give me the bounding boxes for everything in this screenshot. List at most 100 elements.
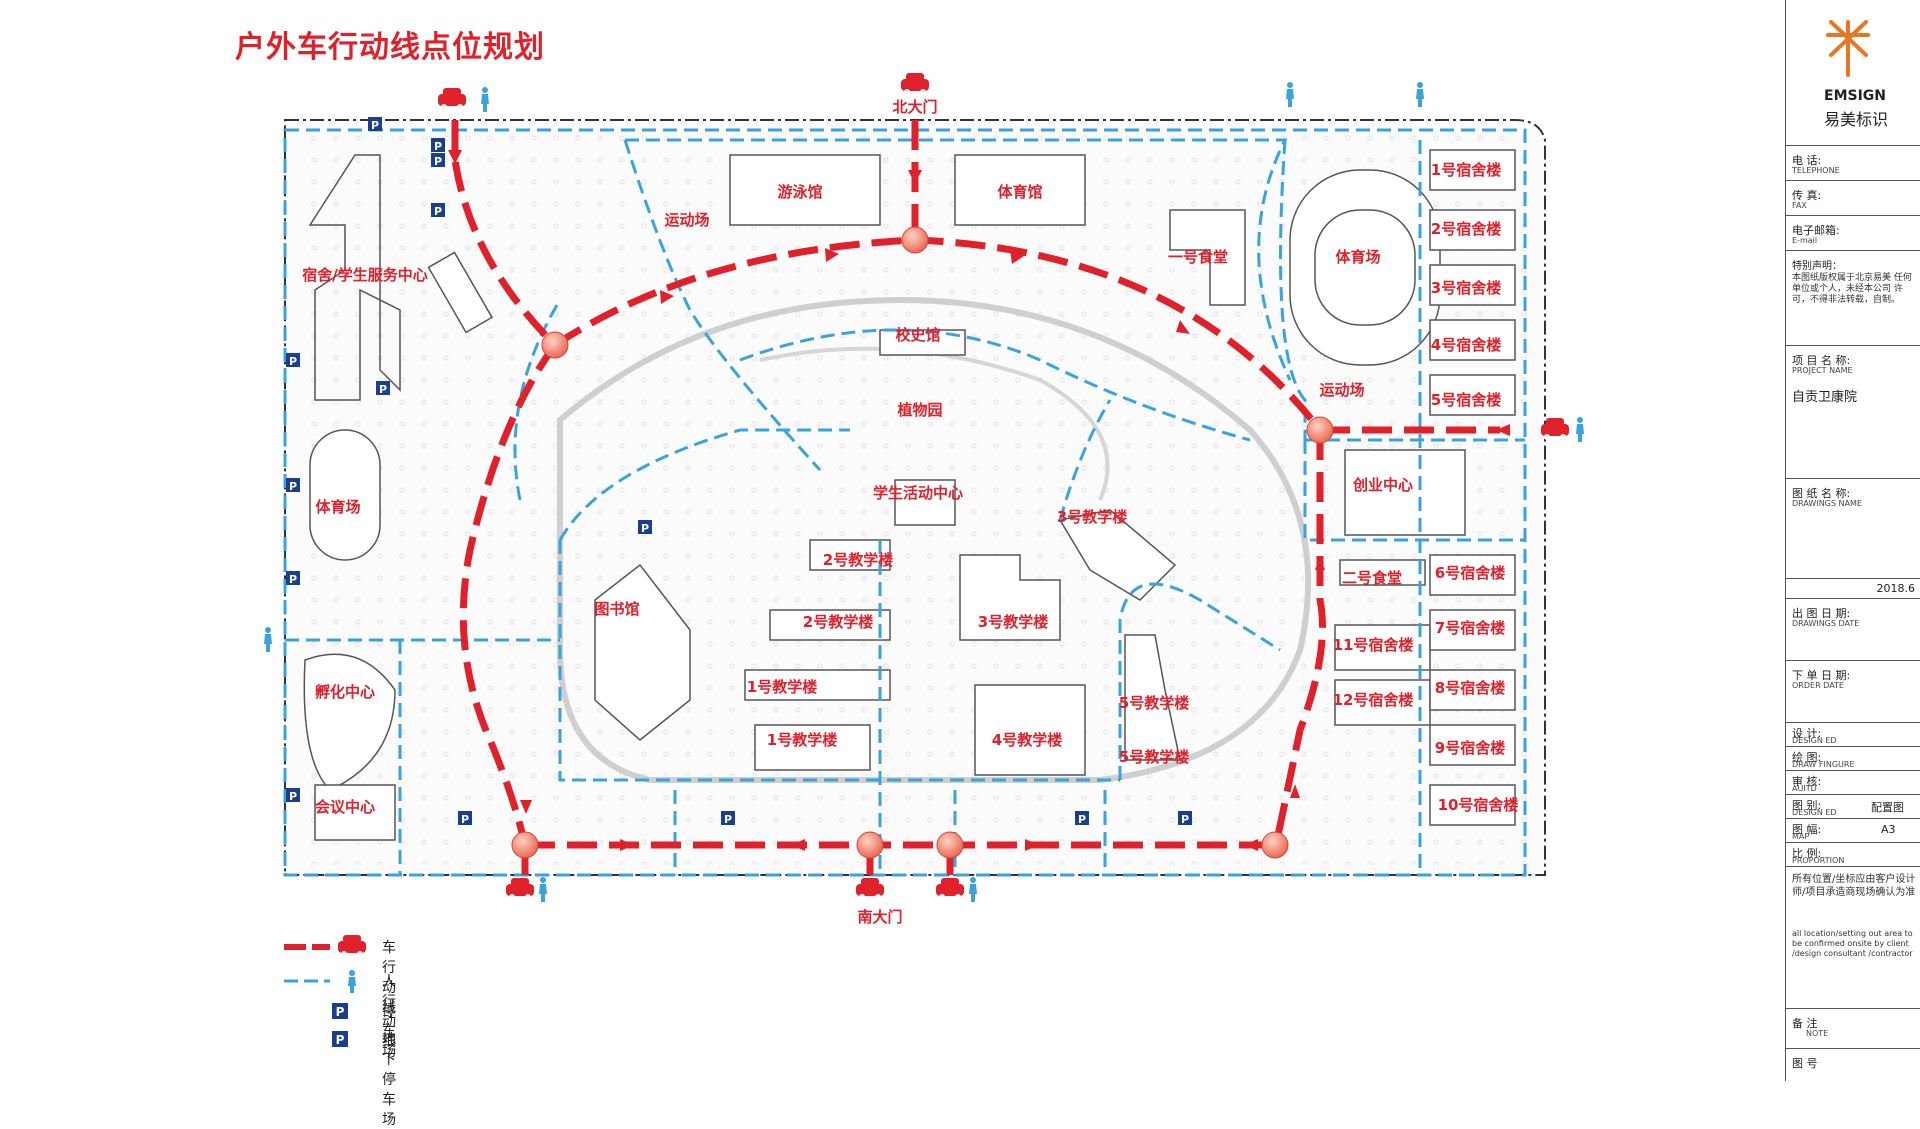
parking-icon: P [1178,811,1192,826]
ped-nw-diag [623,139,822,472]
ped-ne-curve [1279,139,1307,440]
svg-text:P: P [289,573,297,586]
north-gate-label: 北大门 [892,98,937,116]
building-library [594,563,691,741]
parking-icon: P [368,117,382,132]
route-arrows [448,150,1510,851]
pedestrian-icon [481,87,489,112]
parking-icon: P [286,571,300,586]
ped-inner-south [558,540,1120,782]
page-title: 户外车行动线点位规划 [235,30,545,65]
pedestrian-icon [1286,82,1294,107]
legend-vehicle-swatch [284,935,366,957]
pedestrian-icon [348,970,356,993]
label-dorm11: 11号宿舍楼 [1333,636,1414,654]
brand-name-cn: 易美标识 [1824,110,1889,129]
svg-text:P: P [434,155,442,168]
legend-vehicle: 车行动线 [282,935,396,1016]
label-dorm8: 8号宿舍楼 [1435,679,1505,697]
tb-order-date: 下 单 日 期: ORDER DATE [1786,660,1920,721]
tb-type: 图 别: DESIGN ED 配置图 [1786,794,1920,817]
car-icon [438,88,466,110]
svg-text:P: P [641,522,649,535]
ped-east-cross2 [1303,440,1525,542]
inner-path [759,346,1110,501]
node-sw [511,831,539,859]
parking-icon: P [286,478,300,493]
svg-text:P: P [371,119,379,132]
underground-parking-icon: P [332,1031,348,1047]
south-gate-label: 南大门 [857,908,902,926]
building-stadium-ne [1289,169,1441,366]
building-conference [314,784,396,841]
tb-note-main: 所有位置/坐标应由客户设计师/项目承造商现场确认为准 all location/… [1786,866,1920,1007]
tb-draw: 绘 图: DRAW FINGURE [1786,746,1920,769]
ped-inner-west [558,428,850,541]
map-labels: 游泳馆 体育馆 运动场 一号食堂 体育场 运动场 宿舍/学生服务中心 校史馆 植… [302,161,1518,816]
ped-outer-loop [283,128,1527,877]
label-dorm4: 4号宿舍楼 [1431,336,1501,354]
campus-map-svg: P P P P P P P P P P P P P P 北大门 南大门 游泳馆 … [264,73,1584,926]
building-dorm11 [1334,624,1431,671]
legend-parking-swatch: P [332,1003,348,1019]
label-dorm1: 1号宿舍楼 [1431,161,1501,179]
svg-text:P: P [724,813,732,826]
car-icons [438,73,1569,900]
tb-project: 项 目 名 称: PROJECT NAME 自贡卫康院 [1786,345,1920,476]
node-south1 [856,831,884,859]
parking-icon: P [431,153,445,168]
label-teach3b: 3号教学楼 [978,613,1048,631]
dorm-row-1-5 [1429,149,1516,416]
label-dorm6: 6号宿舍楼 [1435,564,1505,582]
building-stadium-w [309,429,381,561]
parking-icon: P [721,811,735,826]
label-dorm10: 10号宿舍楼 [1438,796,1519,814]
svg-text:P: P [379,383,387,396]
label-dorm3: 3号宿舍楼 [1431,279,1501,297]
dorm-row-6-10 [1429,554,1516,826]
veh-nw-entry [451,120,558,348]
tb-remark: 备 注 NOTE [1786,1008,1920,1047]
parking-icon: P [1075,811,1089,826]
veh-east-down [1271,430,1326,851]
emsign-logo-icon [1826,20,1870,77]
label-teach2b: 2号教学楼 [803,613,873,631]
label-swimming: 游泳馆 [777,183,822,201]
node-north [901,226,929,254]
building-dorm-small [427,251,494,334]
underground-parking-icon: P [638,520,652,535]
legend-vehicle-label: 车行动线 [382,940,396,1016]
svg-text:P: P [1181,813,1189,826]
label-teach3a: 3号教学楼 [1057,508,1127,526]
svg-text:P: P [434,140,442,153]
ped-inner-east [1118,582,1281,780]
label-conference: 会议中心 [315,798,375,816]
inner-road-ring [557,296,1312,783]
label-gym-north: 体育馆 [997,183,1042,201]
label-student-activity: 学生活动中心 [873,484,963,502]
tb-statement: 特别声明： 本图纸版权属于北京易美 任何单位或个人，未经本公司 许可，不得非法转… [1786,250,1920,343]
car-icon [901,73,929,95]
tb-telephone: 电 话: TELEPHONE [1786,145,1920,179]
veh-west-down [459,342,558,846]
label-canteen2: 二号食堂 [1342,569,1402,587]
label-history: 校史馆 [895,326,940,344]
building-startup [1344,449,1466,536]
title-block: EMSIGN 易美标识 电 话: TELEPHONE 传 真: FAX 电子邮箱… [1785,0,1920,1081]
building-teach4 [974,684,1086,776]
brand-name: EMSIGN [1824,88,1886,104]
building-teach1b [754,724,871,771]
parking-icon: P [458,811,472,826]
label-incubation: 孵化中心 [315,683,375,701]
parking-markers: P P P P P P P P P P P P P P [286,117,1192,826]
building-canteen1 [1169,209,1246,306]
tb-scale: 比 例: PROPORTION [1786,842,1920,865]
building-teach2b [769,609,891,641]
svg-text:P: P [289,790,297,803]
car-icon [936,878,964,900]
ped-west-curve [513,299,562,501]
label-dorm-service: 宿舍/学生服务中心 [302,266,427,284]
label-sports-field-e: 运动场 [1319,381,1364,399]
legend-underground-parking: P 地下停车场 [282,1027,396,1128]
svg-text:P: P [336,1033,345,1047]
